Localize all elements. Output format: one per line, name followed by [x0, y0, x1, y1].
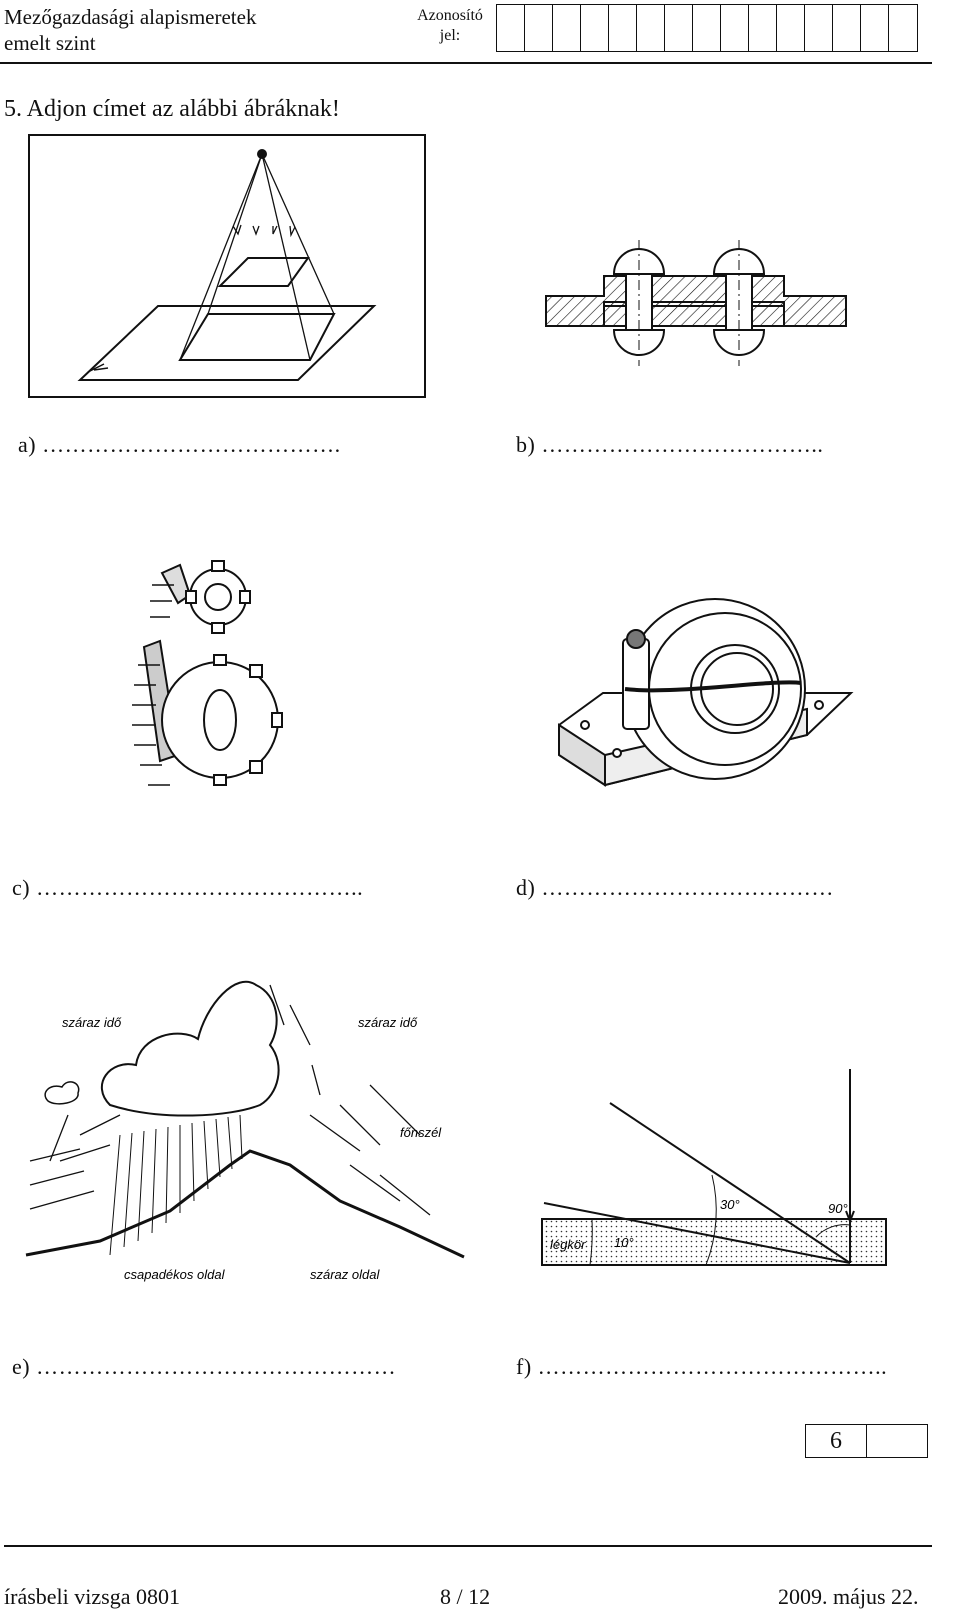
score-earned-field[interactable]: [867, 1425, 927, 1457]
id-box[interactable]: [693, 5, 721, 51]
answer-f[interactable]: f) ………………………………………..: [516, 1354, 887, 1380]
footer-rule: [4, 1545, 932, 1547]
answer-b[interactable]: b) ………………………………..: [516, 432, 823, 458]
id-box[interactable]: [861, 5, 889, 51]
label-dry-side: száraz oldal: [310, 1267, 380, 1282]
figure-c-gears: [132, 560, 283, 786]
id-box[interactable]: [833, 5, 861, 51]
label-fohn: főnszél: [400, 1125, 442, 1140]
answer-a[interactable]: a) ………………………………….: [18, 432, 341, 458]
answer-letter: a): [18, 432, 37, 457]
id-label-line-2: jel:: [439, 27, 461, 44]
id-box[interactable]: [777, 5, 805, 51]
label-atmosphere: légkör: [550, 1237, 586, 1252]
answer-e[interactable]: e) …………………………………………: [12, 1354, 396, 1380]
label-dry-time-left: száraz idő: [62, 1015, 122, 1030]
figure-e-foehn-wind: száraz idő száraz idő főnszél csapadékos…: [25, 980, 465, 1282]
id-box[interactable]: [749, 5, 777, 51]
answer-dots: ……………………………………..: [36, 875, 364, 900]
figure-f-sun-angles: légkör 30° 90° 10°: [541, 1069, 887, 1266]
subject-title: Mezőgazdasági alapismeretek emelt szint: [4, 4, 256, 56]
answer-d[interactable]: d) …………………………………: [516, 875, 834, 901]
question-text: 5. Adjon címet az alábbi ábráknak!: [4, 96, 340, 122]
answer-letter: f): [516, 1354, 532, 1379]
id-box[interactable]: [525, 5, 553, 51]
id-label: Azonosító jel:: [410, 6, 490, 46]
id-boxes: [496, 4, 918, 52]
answer-letter: e): [12, 1354, 31, 1379]
id-box[interactable]: [609, 5, 637, 51]
subject-line-2: emelt szint: [4, 31, 96, 55]
footer-date: 2009. május 22.: [778, 1584, 919, 1609]
label-dry-time-right: száraz idő: [358, 1015, 418, 1030]
id-box[interactable]: [497, 5, 525, 51]
id-box[interactable]: [721, 5, 749, 51]
score-max: 6: [806, 1425, 867, 1457]
id-box[interactable]: [889, 5, 917, 51]
figure-a-projection: [28, 134, 426, 398]
footer-page: 8 / 12: [440, 1584, 491, 1609]
label-angle-30: 30°: [720, 1197, 740, 1212]
score-box: 6: [805, 1424, 928, 1458]
id-box[interactable]: [805, 5, 833, 51]
id-box[interactable]: [581, 5, 609, 51]
header-rule: [0, 62, 932, 64]
id-label-line-1: Azonosító: [417, 7, 483, 24]
label-angle-10: 10°: [614, 1235, 634, 1250]
answer-c[interactable]: c) ……………………………………..: [12, 875, 363, 901]
footer-exam: írásbeli vizsga 0801: [4, 1584, 180, 1609]
label-wet-side: csapadékos oldal: [124, 1267, 226, 1282]
id-box[interactable]: [665, 5, 693, 51]
answer-dots: ………………………………..: [541, 432, 824, 457]
figure-b-rivet-joint: [545, 240, 847, 366]
answer-dots: …………………………………………: [36, 1354, 397, 1379]
answer-letter: c): [12, 875, 31, 900]
answer-dots: …………………………………: [541, 875, 834, 900]
answer-dots: ………………………………………..: [537, 1354, 888, 1379]
id-box[interactable]: [637, 5, 665, 51]
answer-letter: b): [516, 432, 536, 457]
figure-d-bearing-housing: [558, 598, 854, 787]
subject-line-1: Mezőgazdasági alapismeretek: [4, 5, 257, 29]
label-angle-90: 90°: [828, 1201, 848, 1216]
answer-letter: d): [516, 875, 536, 900]
answer-dots: ………………………………….: [42, 432, 341, 457]
id-box[interactable]: [553, 5, 581, 51]
